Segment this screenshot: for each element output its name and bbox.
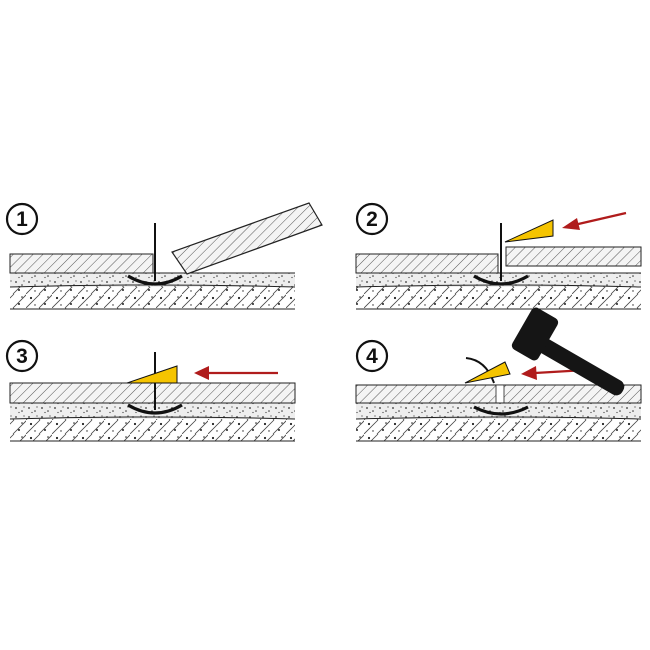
leveling-clip	[127, 223, 183, 286]
left-tile	[355, 253, 499, 274]
floor-layers	[9, 382, 296, 442]
adhesive-bed	[356, 403, 641, 419]
push-arrow	[194, 366, 278, 380]
tile-joint	[495, 384, 505, 404]
floor-layers	[9, 253, 296, 310]
leveling-clip	[473, 223, 529, 286]
step-4-badge: 4	[355, 339, 389, 373]
step-3-badge: 3	[5, 339, 39, 373]
hammer-icon	[511, 307, 625, 396]
hammer-handle	[529, 333, 625, 396]
step-4-number: 4	[366, 345, 378, 368]
tile-being-laid	[171, 202, 323, 275]
right-tile	[505, 246, 642, 267]
step-3-number: 3	[16, 345, 28, 368]
step-1-badge: 1	[5, 202, 39, 236]
floor-layers	[355, 246, 642, 310]
snapped-clip-top	[465, 357, 495, 384]
adhesive-bed	[10, 403, 295, 419]
broken-clip	[465, 357, 529, 416]
concrete-base	[10, 287, 295, 309]
push-arrow	[562, 211, 627, 230]
concrete-base	[356, 287, 641, 309]
step-3-panel: 3	[5, 339, 296, 442]
step-2-badge: 2	[355, 202, 389, 236]
wedge	[504, 219, 554, 243]
step-2-number: 2	[366, 208, 378, 231]
floor-layers	[355, 384, 642, 442]
hammer-head	[511, 307, 559, 361]
adhesive-bed	[356, 273, 641, 287]
concrete-base	[356, 419, 641, 441]
step-1-panel: 1	[5, 202, 323, 310]
layer-outline	[9, 402, 296, 442]
wedge	[464, 361, 511, 384]
step-4-panel: 4	[355, 307, 642, 442]
step-2-panel: 2	[355, 202, 642, 310]
tile-row	[9, 382, 296, 404]
wedge	[126, 365, 178, 384]
layer-outline	[355, 402, 642, 442]
laid-tile	[9, 253, 154, 274]
concrete-base	[10, 419, 295, 441]
adhesive-bed	[10, 273, 295, 287]
step-1-number: 1	[16, 208, 28, 231]
